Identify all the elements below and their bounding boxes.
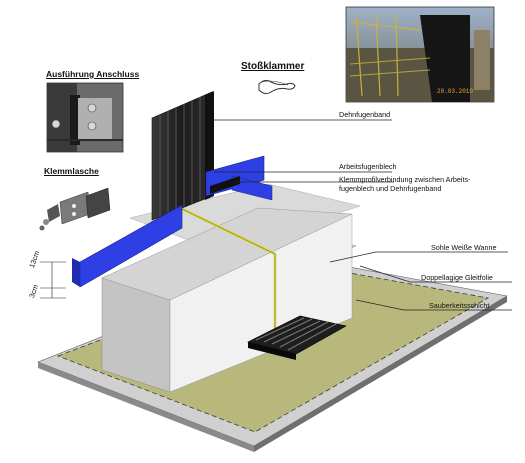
joint-lines	[175, 204, 277, 354]
connection-photo	[46, 82, 124, 153]
heading-anschluss: Ausführung Anschluss	[46, 69, 140, 79]
clamp-plate-parts	[39, 187, 111, 231]
label-klemmprofil-1: Klemmprofilverbindung zwischen Arbeits-	[339, 175, 471, 184]
leader-lines	[212, 119, 512, 311]
heading-stossklammer: Stoßklammer	[241, 61, 305, 72]
label-klemmprofil-2: fugenblech und Dehnfugenband	[339, 184, 442, 193]
floor-slab	[101, 183, 361, 393]
ground-joint-band	[247, 315, 347, 360]
photo-date-stamp: 20.03.2010	[437, 88, 474, 95]
label-arbeitsfugenblech: Arbeitsfugenblech	[339, 162, 397, 171]
label-dehnfugenband: Dehnfugenband	[339, 110, 391, 119]
label-sohle: Sohle Weiße Wanne	[431, 243, 497, 252]
label-gleitfolie: Doppellagige Gleitfolie	[421, 273, 493, 282]
heading-klemmlasche: Klemmlasche	[44, 166, 99, 176]
butt-clamp-icon	[258, 79, 296, 95]
dimension-marks	[40, 261, 66, 299]
clamp-connection	[210, 176, 240, 194]
label-sauberkeitsschicht: Sauberkeitsschicht	[429, 301, 490, 310]
site-photo	[345, 6, 495, 103]
